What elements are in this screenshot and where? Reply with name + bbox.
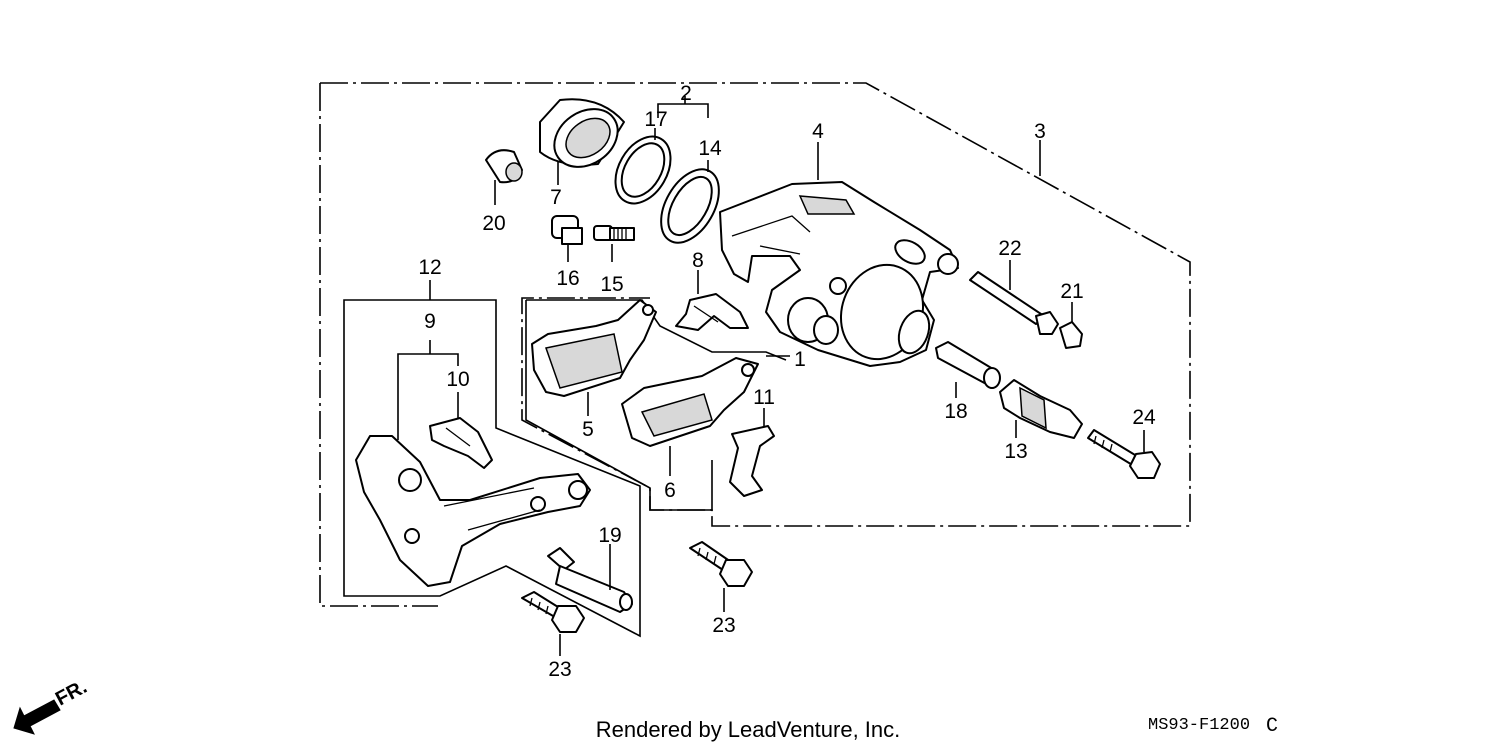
label-11: 11 — [753, 386, 775, 409]
pin-bolt — [969, 260, 1059, 335]
front-label: FR. — [52, 676, 91, 711]
label-5: 5 — [582, 418, 594, 441]
brake-pad-outer — [621, 357, 759, 476]
brake-pad-inner — [531, 299, 657, 416]
dust-seal — [660, 160, 720, 244]
part-labels: 1 2 3 4 5 6 7 8 9 10 11 12 13 14 15 16 1… — [418, 82, 1156, 681]
pad-set-outline — [525, 299, 787, 511]
label-3: 3 — [1034, 120, 1046, 143]
piston-seal — [614, 128, 672, 205]
diagram-code-suffix: C — [1266, 715, 1278, 738]
label-22: 22 — [998, 237, 1021, 260]
label-17: 17 — [644, 108, 667, 131]
label-13: 13 — [1004, 440, 1027, 463]
bracket-retainer — [429, 392, 493, 469]
seal-kit-bracket — [657, 96, 709, 118]
bleeder-screw — [593, 225, 635, 262]
label-21: 21 — [1060, 280, 1083, 303]
label-15: 15 — [600, 273, 623, 296]
label-6: 6 — [664, 479, 676, 502]
label-18: 18 — [944, 400, 967, 423]
caliper-bracket — [355, 435, 591, 587]
label-24: 24 — [1132, 406, 1156, 429]
pin-cap — [1059, 302, 1083, 349]
pad-spring — [675, 270, 749, 331]
label-1: 1 — [794, 348, 806, 371]
pin-boot — [999, 379, 1083, 439]
bolt-lower-right — [689, 541, 753, 612]
front-direction-arrow-icon — [13, 699, 61, 735]
bleeder-valve — [551, 215, 583, 262]
label-23-right: 23 — [712, 614, 735, 637]
diagram-code: MS93-F1200 — [1148, 716, 1250, 735]
slide-sleeve — [935, 341, 1001, 398]
bracket-sub-outline — [397, 340, 459, 440]
label-7: 7 — [550, 186, 562, 209]
label-8: 8 — [692, 249, 704, 272]
label-19: 19 — [598, 524, 621, 547]
mounting-bolt — [1087, 429, 1161, 479]
label-23-left: 23 — [548, 658, 571, 681]
label-4: 4 — [812, 120, 824, 143]
bolt-lower-left — [521, 591, 585, 656]
render-credit: Rendered by LeadVenture, Inc. — [596, 717, 901, 742]
slide-pin — [547, 544, 633, 613]
caliper-body — [719, 142, 959, 367]
label-12: 12 — [418, 256, 441, 279]
bracket-assembly-outline — [343, 299, 641, 638]
pad-retainer — [729, 408, 775, 497]
label-14: 14 — [698, 137, 722, 160]
label-16: 16 — [556, 267, 579, 290]
label-20: 20 — [482, 212, 505, 235]
piston — [539, 98, 625, 185]
label-10: 10 — [446, 368, 469, 391]
front-direction-indicator: FR. — [13, 676, 91, 735]
bleeder-cap — [485, 149, 523, 205]
label-2: 2 — [680, 82, 692, 105]
label-9: 9 — [424, 310, 436, 333]
